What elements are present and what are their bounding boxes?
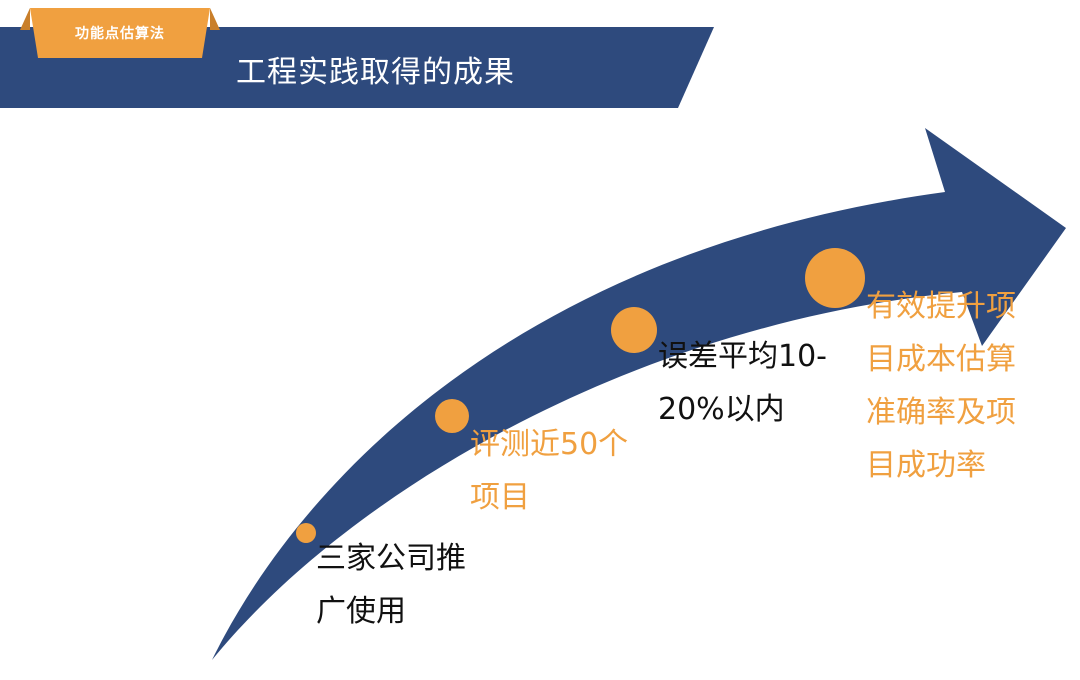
section-tag-fold-left <box>20 8 30 30</box>
section-tag-shape <box>30 8 210 58</box>
milestone-dot-1 <box>296 523 316 543</box>
milestone-dot-2 <box>435 399 469 433</box>
milestone-label-1: 三家公司推广使用 <box>316 541 466 629</box>
section-tag: 功能点估算法 <box>75 26 165 42</box>
milestone-label-4: 有效提升项目成本估算准确率及项目成功率 <box>866 289 1016 483</box>
milestone-dot-4 <box>805 248 865 308</box>
milestone-label-3: 误差平均10-20%以内 <box>658 339 827 427</box>
section-tag-fold-right <box>210 8 220 30</box>
page-title: 工程实践取得的成果 <box>236 55 515 90</box>
header-banner <box>0 8 714 108</box>
milestone-dot-3 <box>611 307 657 353</box>
milestone-label-2: 评测近50个项目 <box>470 427 629 515</box>
